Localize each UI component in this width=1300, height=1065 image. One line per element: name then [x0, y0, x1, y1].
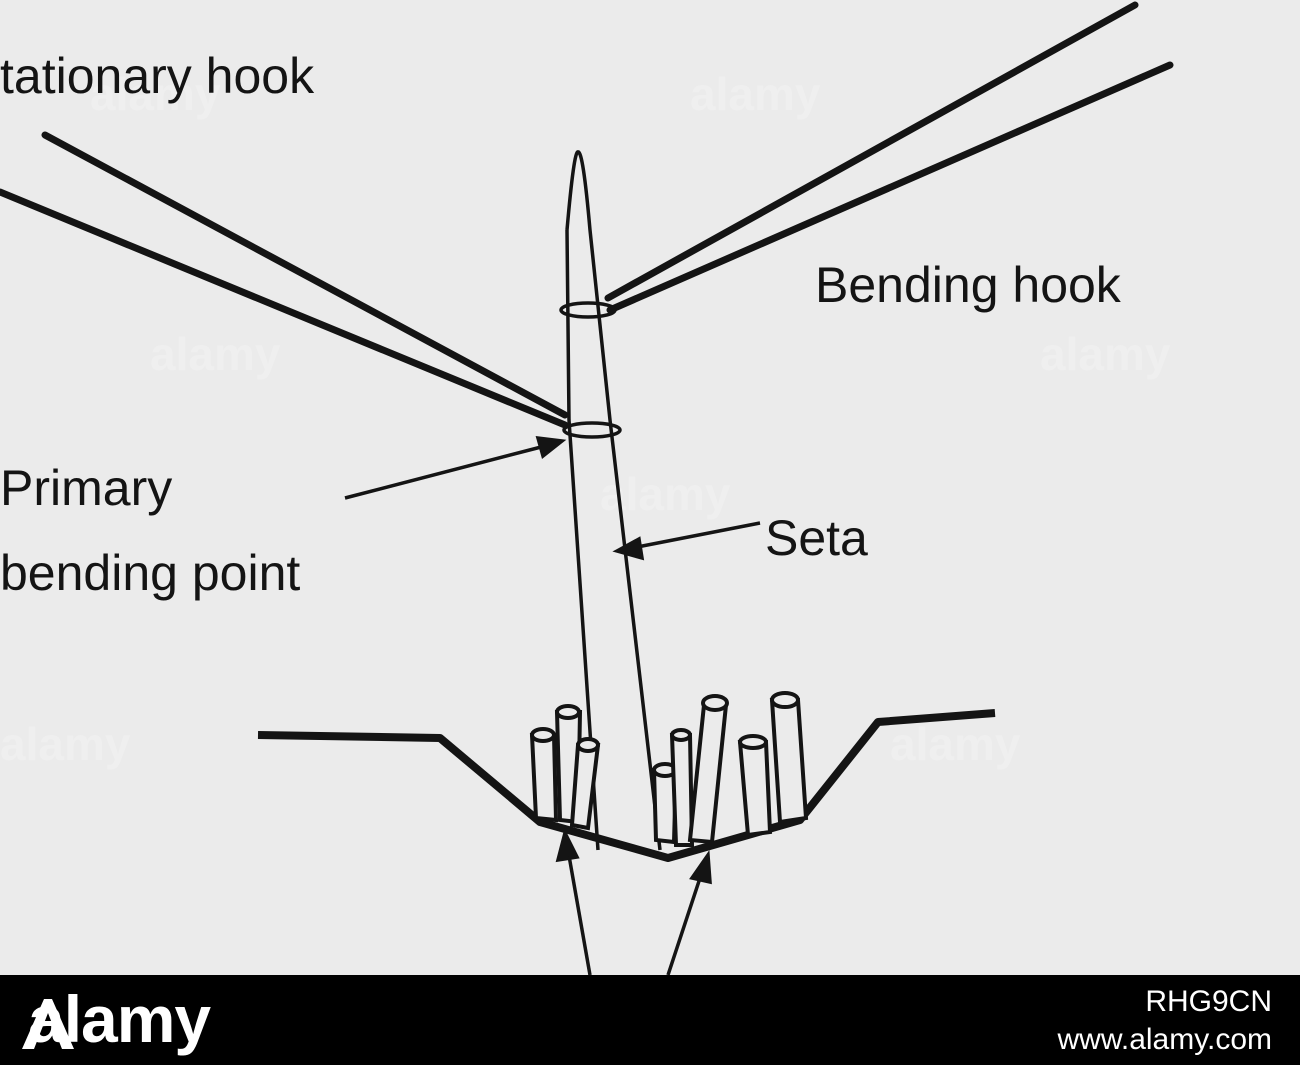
watermark: alamy [1040, 328, 1171, 380]
arrow-head [535, 435, 567, 460]
seta-bending-diagram: alamy alamy alamy alamy alamy alamy alam… [0, 1, 1174, 976]
stock-footer-bar: alamy RHG9CN www.alamy.com [0, 975, 1300, 1065]
arrow-head [555, 828, 580, 863]
bending-hook [604, 1, 1174, 314]
arrow-head [689, 849, 712, 885]
stationary-hook [0, 131, 569, 429]
watermark: alamy [890, 718, 1021, 770]
watermark: alamy [690, 68, 821, 120]
brand-logo[interactable]: alamy [28, 982, 211, 1056]
watermark: alamy [0, 718, 131, 770]
site-url[interactable]: www.alamy.com [1057, 1023, 1272, 1056]
arrow-head [612, 536, 645, 561]
label-seta: Seta [765, 510, 868, 566]
watermark: alamy [150, 328, 281, 380]
label-bending-point: bending point [0, 545, 300, 601]
label-bending-hook: Bending hook [815, 257, 1122, 313]
socket-floor [539, 819, 669, 861]
pointer-arrows [344, 435, 761, 976]
seta [559, 150, 662, 851]
watermark: alamy [90, 68, 221, 120]
image-id: RHG9CN [1145, 985, 1272, 1018]
label-stationary-hook: tationary hook [0, 48, 315, 104]
watermark-group: alamy alamy alamy alamy alamy alamy alam… [0, 68, 1171, 770]
socket-stubs [529, 691, 809, 847]
diagram-canvas: alamy alamy alamy alamy alamy alamy alam… [0, 0, 1300, 976]
label-primary: Primary [0, 460, 172, 516]
cuticle-surface [257, 709, 996, 862]
alamy-logo-icon [22, 999, 74, 1049]
